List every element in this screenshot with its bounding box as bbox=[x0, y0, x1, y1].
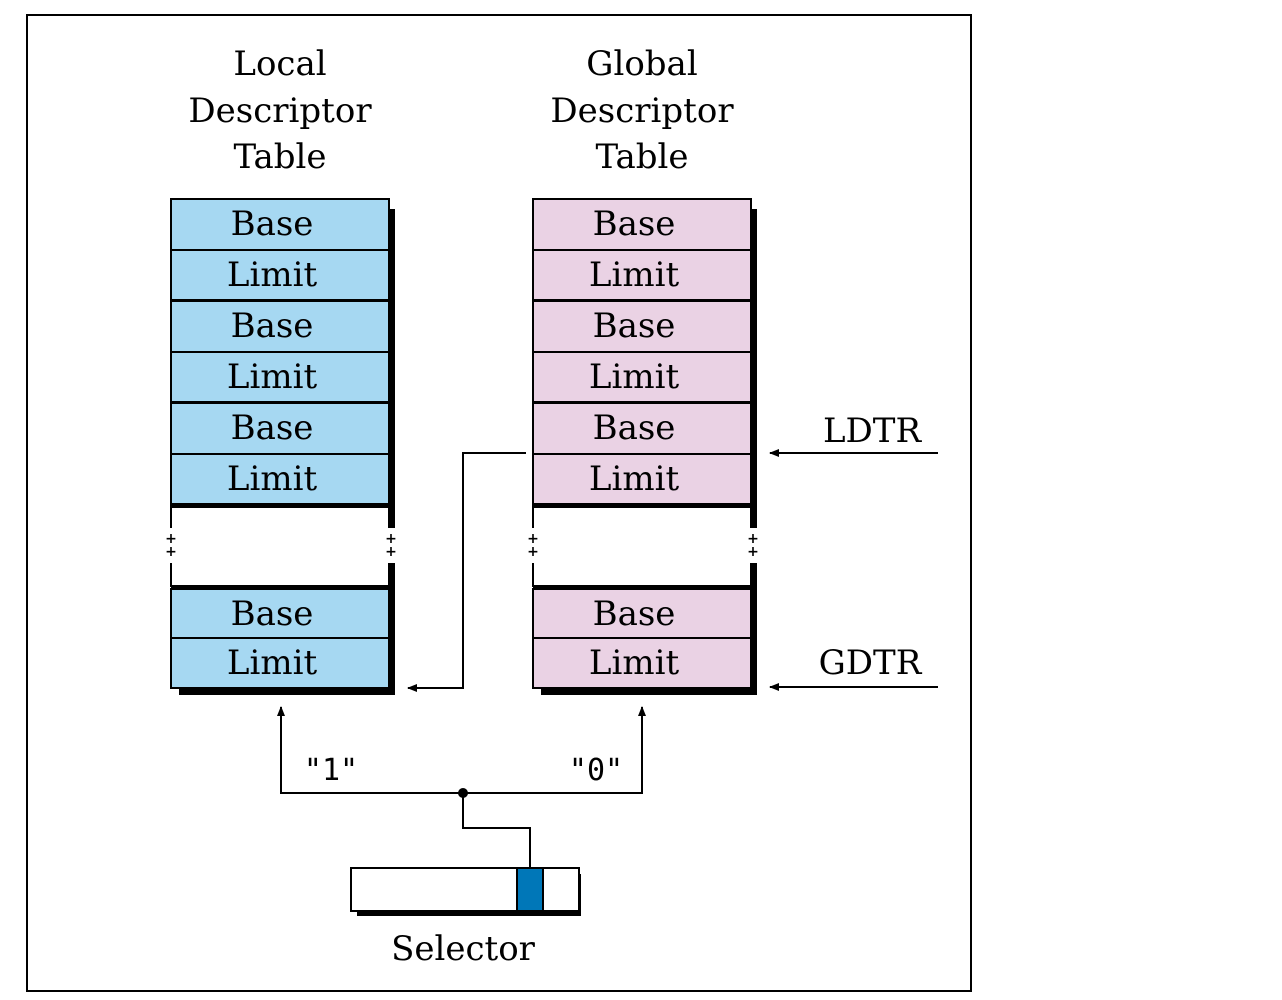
gdt-limit-label: Limit bbox=[589, 357, 680, 397]
selector-ti-line bbox=[462, 793, 531, 867]
gdt-title-line-2: Descriptor bbox=[550, 91, 734, 131]
ldt-title-line-2: Descriptor bbox=[188, 91, 372, 131]
ldt-bottom-shadow-bottom bbox=[179, 689, 395, 695]
gdt-base-label: Base bbox=[593, 408, 676, 448]
ldt-base-label: Base bbox=[231, 408, 314, 448]
gdt-base-label: Base bbox=[593, 594, 676, 634]
ldt-continuation-marker: + bbox=[385, 544, 397, 560]
ldt-base-cell bbox=[170, 198, 390, 251]
selector-label: Selector bbox=[391, 929, 536, 969]
ldt-limit-cell bbox=[170, 637, 390, 689]
gdt-limit-label: Limit bbox=[589, 255, 680, 295]
selector-ti-bit bbox=[516, 867, 544, 912]
gdt-limit-cell bbox=[532, 637, 752, 689]
ldt-title-line-1: Local bbox=[233, 44, 326, 84]
gdtr-register-pointer: GDTR bbox=[769, 643, 938, 691]
selector-register: Selector bbox=[350, 867, 581, 969]
ldtr-label: LDTR bbox=[823, 411, 923, 451]
gdt-base-cell bbox=[532, 402, 752, 455]
ldt-limit-label: Limit bbox=[227, 459, 318, 499]
ti-zero-arrow bbox=[463, 706, 646, 794]
gdt-limit-label: Limit bbox=[589, 643, 680, 683]
gdtr-label: GDTR bbox=[819, 643, 923, 683]
ti-one-label: "1" bbox=[304, 753, 358, 788]
gdt-entry-divider bbox=[533, 503, 757, 508]
gdt-continuation-marker: + bbox=[527, 531, 539, 547]
ldt-base-label: Base bbox=[231, 204, 314, 244]
ldt-entry-divider bbox=[171, 503, 395, 508]
ldt-title: Local Descriptor Table bbox=[188, 44, 372, 177]
gdt-base-cell bbox=[532, 300, 752, 353]
gdt-limit-cell bbox=[532, 351, 752, 404]
gdt-continuation-marker: + bbox=[747, 531, 759, 547]
selector-branch-tree: "1" "0" bbox=[277, 706, 646, 867]
gdt-continuation-marker: + bbox=[527, 544, 539, 560]
gdt-limit-label: Limit bbox=[589, 459, 680, 499]
ldt-base-cell bbox=[170, 402, 390, 455]
ti-zero-label: "0" bbox=[569, 753, 623, 788]
ti-one-arrow bbox=[277, 706, 463, 794]
gdt-ellipsis-gap: ++++ bbox=[527, 504, 759, 587]
ldt-continuation-marker: + bbox=[165, 544, 177, 560]
ldt-entry-divider bbox=[171, 585, 395, 590]
gdt-entry-divider bbox=[533, 585, 757, 590]
ldt-top-shadow bbox=[389, 209, 395, 508]
gdt-top-shadow bbox=[751, 209, 757, 508]
gdt-limit-cell bbox=[532, 453, 752, 506]
ldt-continuation-marker: + bbox=[165, 531, 177, 547]
gdt-title: Global Descriptor Table bbox=[550, 44, 734, 177]
gdt-base-label: Base bbox=[593, 204, 676, 244]
ldt-base-label: Base bbox=[231, 594, 314, 634]
gdt-continuation-marker: + bbox=[747, 544, 759, 560]
ldt-limit-label: Limit bbox=[227, 357, 318, 397]
ldt-limit-cell bbox=[170, 453, 390, 506]
ldt-limit-label: Limit bbox=[227, 643, 318, 683]
selector-box bbox=[350, 867, 580, 912]
ldt-bottom-shadow-right bbox=[389, 583, 395, 695]
ldt-continuation-marker: + bbox=[385, 531, 397, 547]
ldt-limit-label: Limit bbox=[227, 255, 318, 295]
gdt-base-cell bbox=[532, 198, 752, 251]
gdt-title-line-3: Table bbox=[595, 137, 688, 177]
ldt-title-line-3: Table bbox=[233, 137, 326, 177]
gdt-title-line-1: Global bbox=[586, 44, 697, 84]
ldt-base-label: Base bbox=[231, 306, 314, 346]
gdt-base-label: Base bbox=[593, 306, 676, 346]
gdt-bottom-shadow-right bbox=[751, 583, 757, 695]
gdt-base-cell bbox=[532, 588, 752, 639]
ldt-limit-cell bbox=[170, 351, 390, 404]
gdt-limit-cell bbox=[532, 249, 752, 302]
gdt-bottom-shadow-bottom bbox=[541, 689, 757, 695]
ldtr-register-pointer: LDTR bbox=[769, 411, 938, 457]
ldt-ellipsis-gap: ++++ bbox=[165, 504, 397, 587]
gdt-to-ldt-connector-arrow bbox=[407, 452, 526, 692]
